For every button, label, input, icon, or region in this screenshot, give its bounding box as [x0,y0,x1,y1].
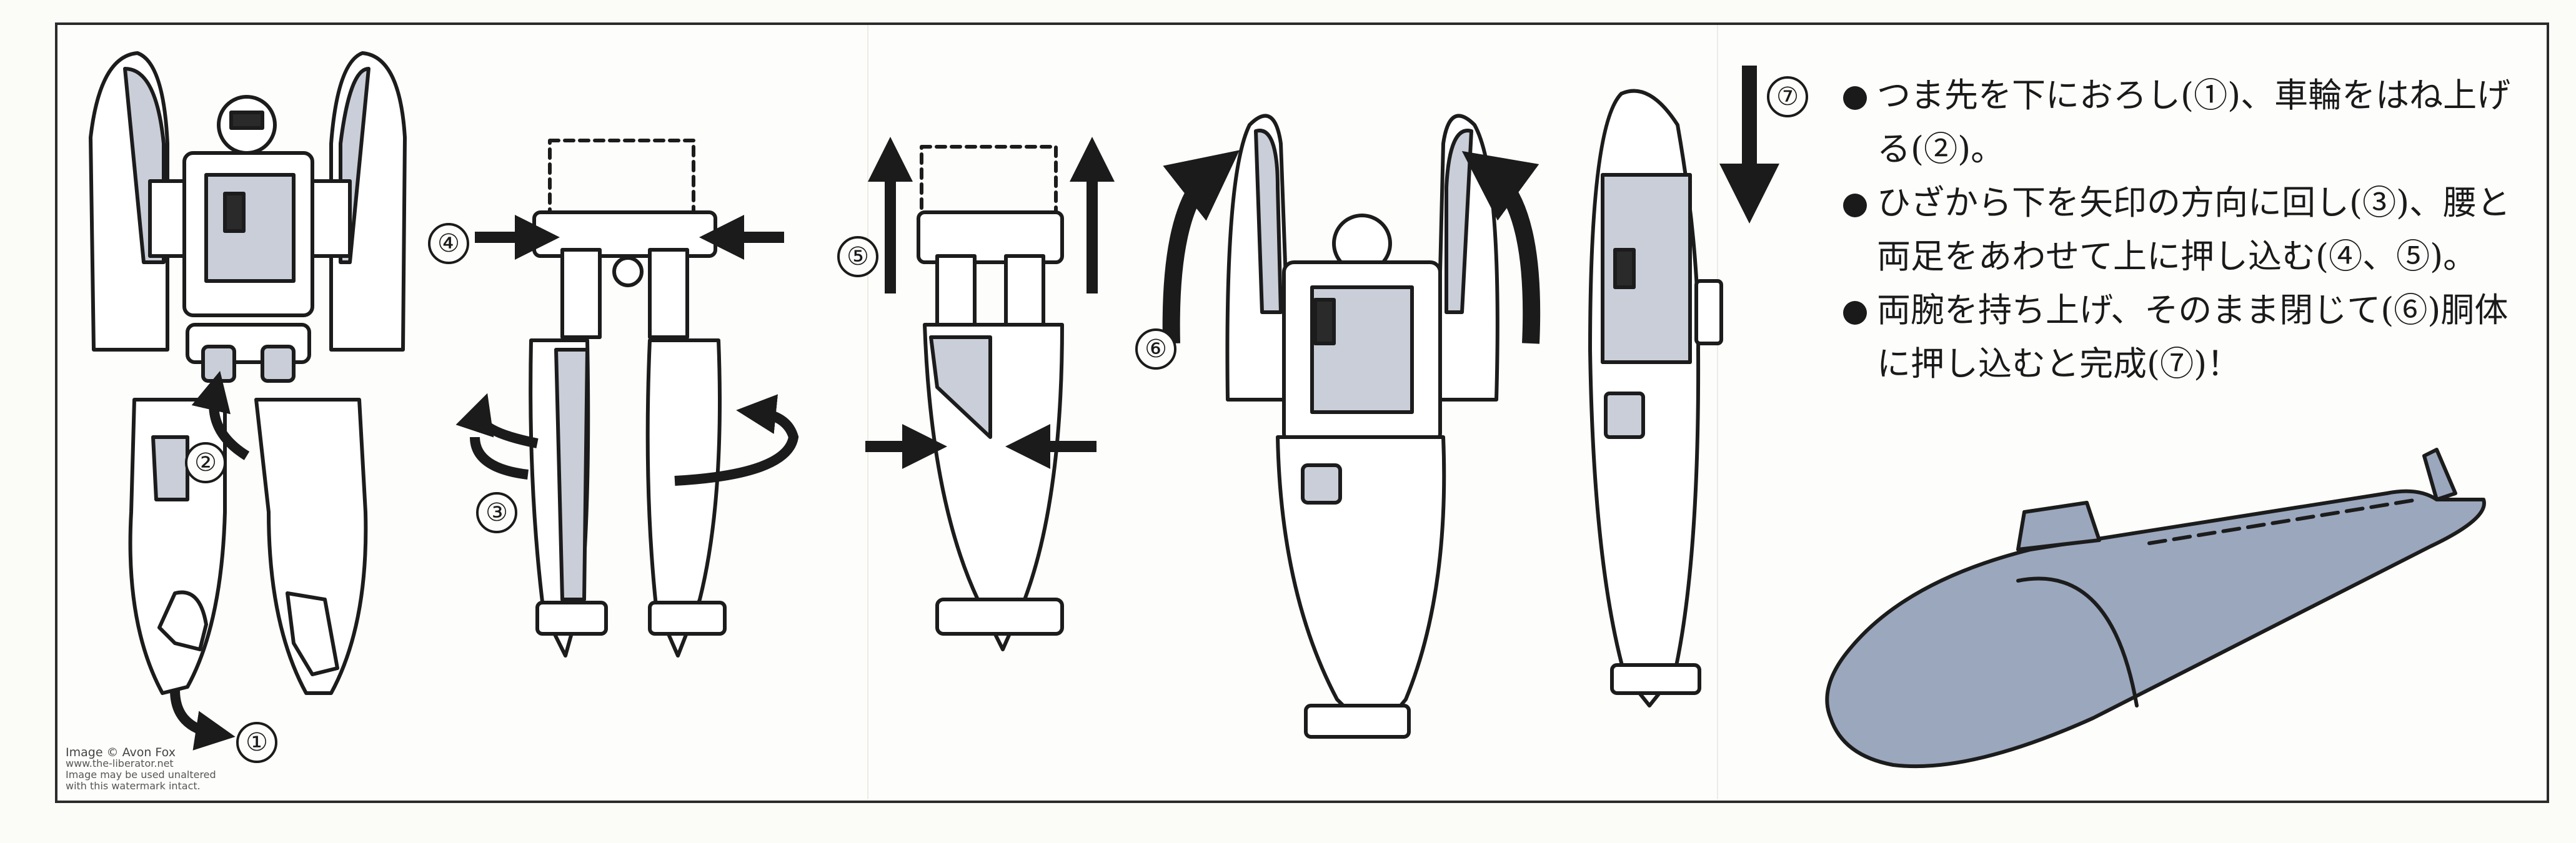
step-7-number: ⑦ [1767,76,1808,117]
instruction-text: つま先を下におろし(①)、車輪をはね上げる(②)。 [1877,76,2511,169]
step-2-number: ② [185,442,226,483]
fold-line [1717,25,1718,799]
instruction-item: ひざから下を矢印の方向に回し(③)、腰と両足をあわせて上に押し込む(④、⑤)。 [1841,176,2522,283]
legs-rotate-figure [529,139,727,658]
instruction-item: 両腕を持ち上げ、そのまま閉じて(⑥)胴体に押し込むと完成(⑦)！ [1841,283,2522,391]
watermark-note: Image may be used unaltered [66,769,216,781]
bullet-icon [1843,86,1867,110]
bullet-icon [1843,194,1867,217]
submarine-illustration [1825,448,2486,769]
step-1-number: ① [236,722,277,763]
step-5-number: ⑤ [837,236,878,277]
watermark-credit: Image © Avon Fox [66,746,176,759]
step-4-number: ④ [428,223,469,264]
instructions-list: つま先を下におろし(①)、車輪をはね上げる(②)。 ひざから下を矢印の方向に回し… [1841,69,2522,391]
fold-line [867,25,868,799]
watermark-note: with this watermark intact. [66,780,201,792]
step-6-number: ⑥ [1135,328,1176,370]
legs-push-up-figure [917,145,1064,651]
watermark: Image © Avon Fox www.the-liberator.net I… [66,747,216,792]
watermark-url: www.the-liberator.net [66,757,174,769]
arms-closing-figure [1225,114,1499,739]
robot-mode-figure [89,51,407,695]
instruction-item: つま先を下におろし(①)、車輪をはね上げる(②)。 [1841,69,2522,176]
completed-folded-figure [1588,89,1723,707]
step-3-number: ③ [476,492,517,533]
instruction-text: ひざから下を矢印の方向に回し(③)、腰と両足をあわせて上に押し込む(④、⑤)。 [1877,183,2511,276]
instruction-text: 両腕を持ち上げ、そのまま閉じて(⑥)胴体に押し込むと完成(⑦)！ [1877,290,2509,383]
bullet-icon [1843,301,1867,325]
